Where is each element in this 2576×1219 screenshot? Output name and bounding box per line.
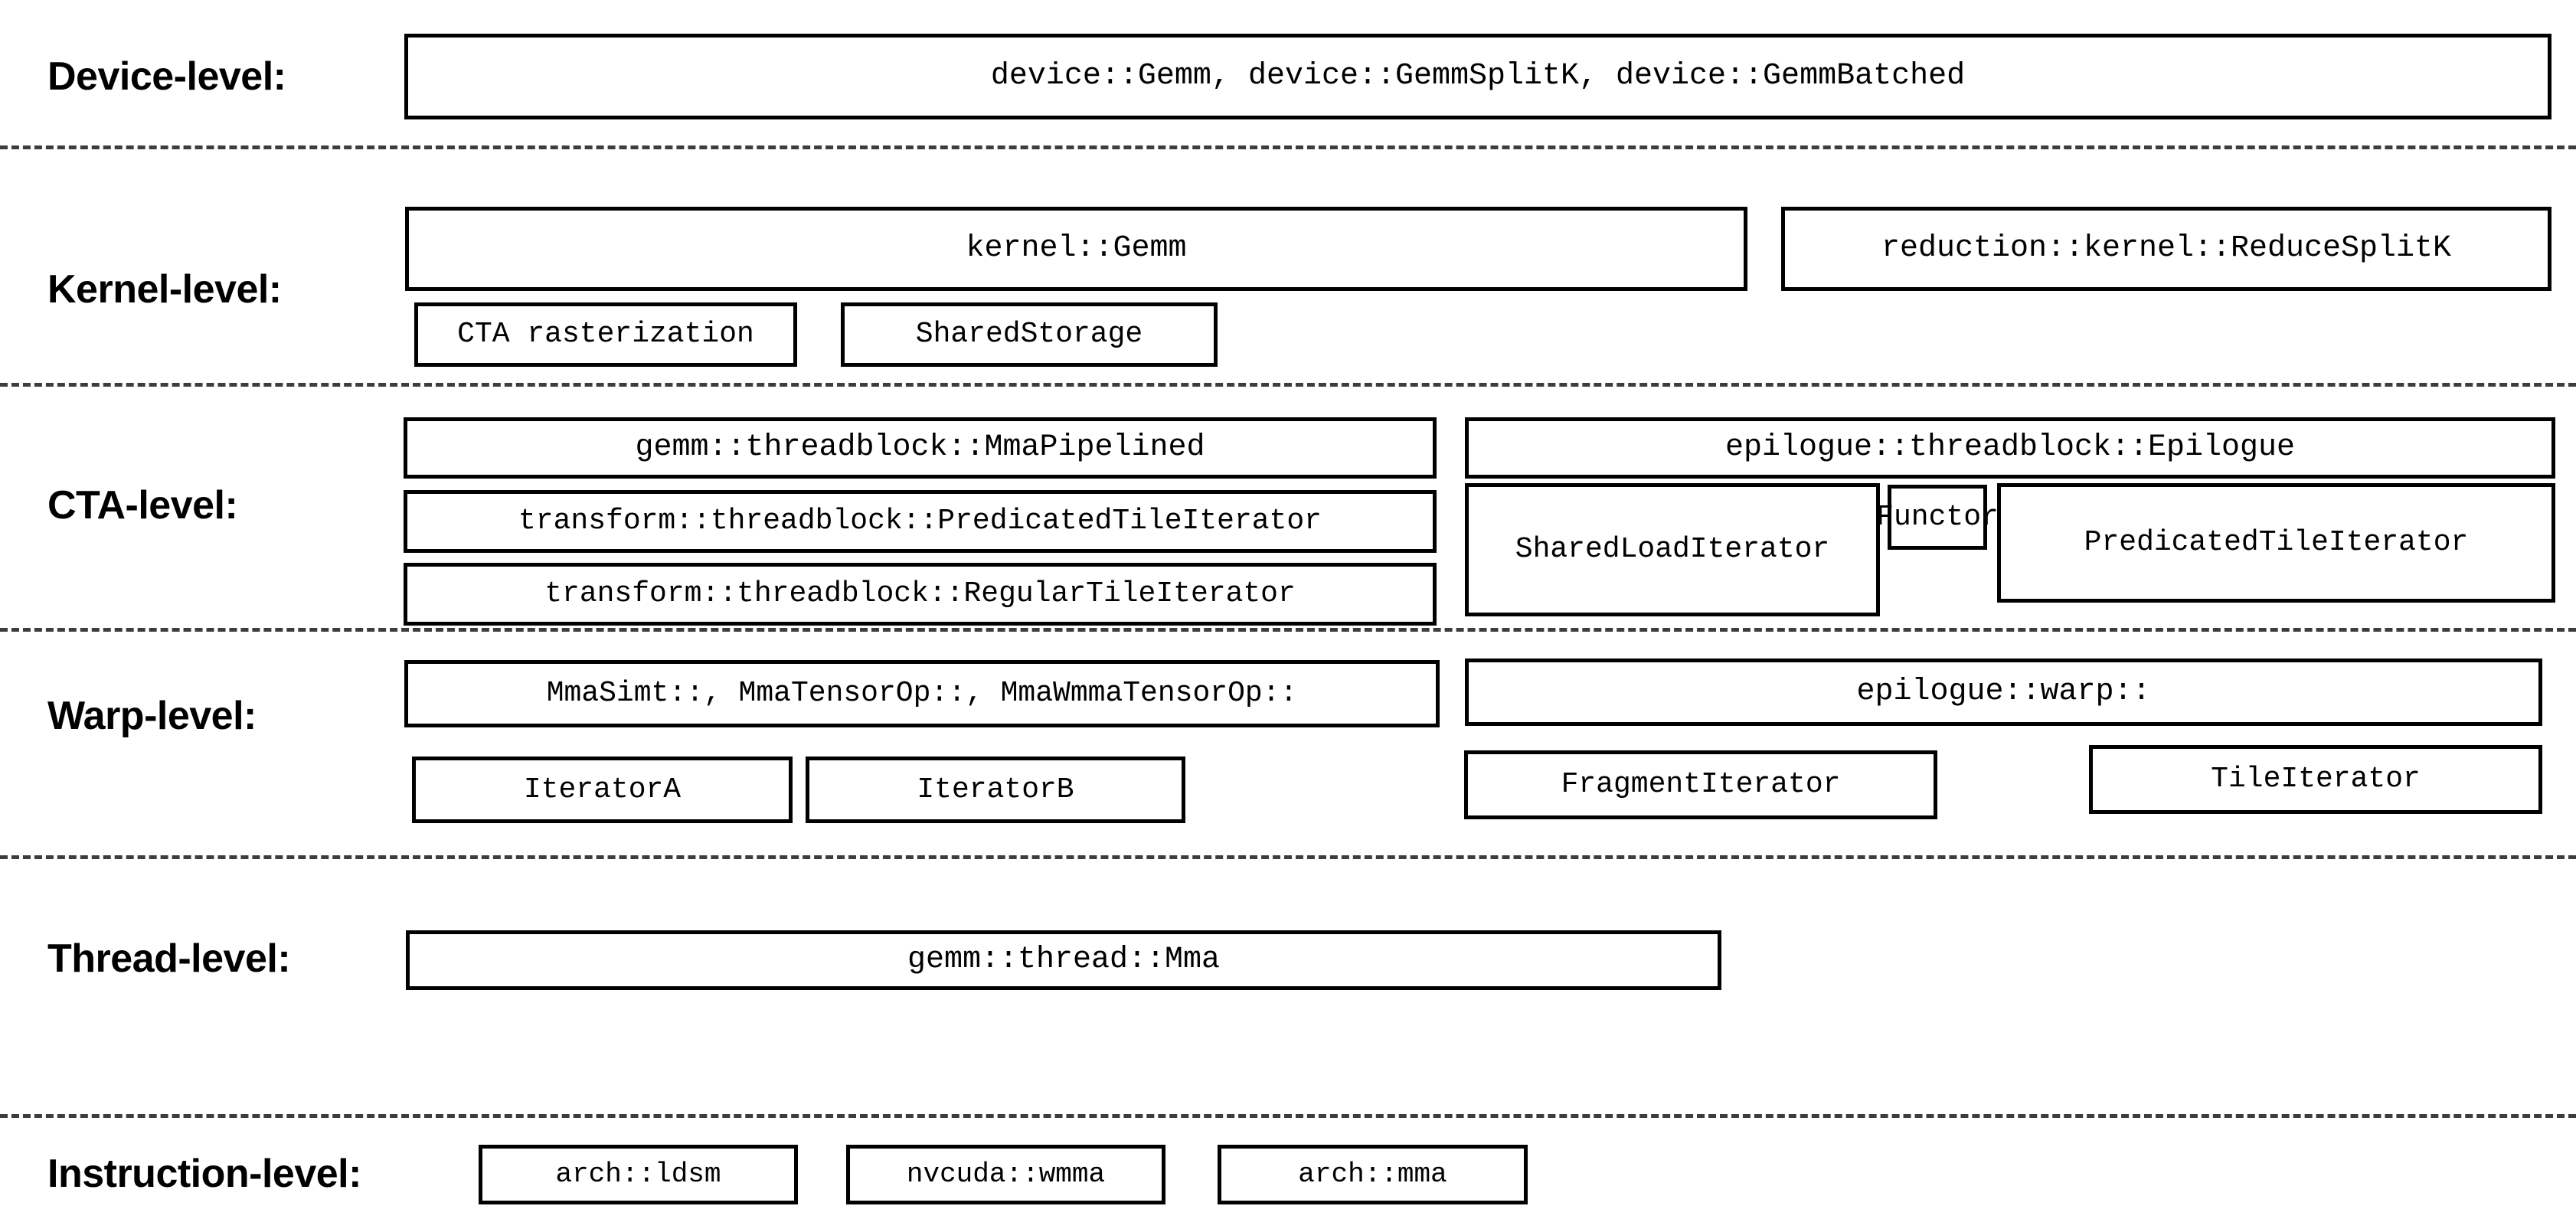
box-label: IteratorA (523, 773, 682, 806)
box-label: kernel::Gemm (966, 231, 1187, 266)
box-warp-mma-variants[interactable]: MmaSimt::, MmaTensorOp::, MmaWmmaTensorO… (404, 660, 1440, 727)
box-label: transform::threadblock::RegularTileItera… (544, 577, 1296, 611)
box-sharedstorage[interactable]: SharedStorage (841, 302, 1218, 367)
box-label: reduction::kernel::ReduceSplitK (1881, 231, 2452, 266)
box-arch-mma[interactable]: arch::mma (1218, 1145, 1528, 1204)
box-label: Functor (1876, 500, 1999, 534)
level-label-instruction: Instruction-level: (47, 1152, 361, 1196)
box-transform-threadblock-predicatedtileiterator[interactable]: transform::threadblock::PredicatedTileIt… (404, 490, 1437, 553)
separator-kernel-cta (0, 383, 2576, 387)
separator-cta-warp (0, 628, 2576, 632)
level-label-device: Device-level: (47, 54, 286, 99)
box-label: TileIterator (2211, 763, 2421, 796)
box-label: gemm::thread::Mma (907, 943, 1221, 977)
box-label: gemm::threadblock::MmaPipelined (635, 430, 1205, 465)
box-gemm-thread-mma[interactable]: gemm::thread::Mma (406, 930, 1721, 990)
box-sharedloaditerator[interactable]: SharedLoadIterator (1465, 483, 1880, 616)
level-label-kernel: Kernel-level: (47, 267, 282, 312)
box-fragmentiterator[interactable]: FragmentIterator (1464, 750, 1937, 819)
box-label: arch::mma (1298, 1159, 1447, 1191)
box-label: arch::ldsm (555, 1159, 721, 1191)
box-label: IteratorB (917, 773, 1074, 806)
box-cta-rasterization[interactable]: CTA rasterization (414, 302, 797, 367)
box-transform-threadblock-regulartileiterator[interactable]: transform::threadblock::RegularTileItera… (404, 563, 1437, 626)
separator-device-kernel (0, 145, 2576, 149)
box-label: device::Gemm, device::GemmSplitK, device… (990, 59, 1966, 93)
box-label: transform::threadblock::PredicatedTileIt… (518, 505, 1322, 538)
box-epilogue-warp[interactable]: epilogue::warp:: (1465, 659, 2542, 726)
box-kernel-gemm[interactable]: kernel::Gemm (405, 207, 1747, 291)
box-label: SharedLoadIterator (1515, 533, 1830, 567)
box-label: nvcuda::wmma (906, 1159, 1106, 1191)
box-gemm-threadblock-mmapipelined[interactable]: gemm::threadblock::MmaPipelined (404, 417, 1437, 479)
box-tileiterator[interactable]: TileIterator (2089, 745, 2542, 814)
box-label: MmaSimt::, MmaTensorOp::, MmaWmmaTensorO… (546, 677, 1298, 711)
box-label: CTA rasterization (457, 318, 754, 351)
level-label-cta: CTA-level: (47, 483, 238, 528)
box-reduction-kernel-reducesplitk[interactable]: reduction::kernel::ReduceSplitK (1781, 207, 2551, 291)
box-label: epilogue::threadblock::Epilogue (1724, 430, 2296, 465)
box-arch-ldsm[interactable]: arch::ldsm (479, 1145, 798, 1204)
box-iterator-b[interactable]: IteratorB (806, 757, 1185, 823)
box-label: FragmentIterator (1561, 768, 1841, 802)
box-epilogue-threadblock-epilogue[interactable]: epilogue::threadblock::Epilogue (1465, 417, 2555, 479)
box-label: SharedStorage (915, 318, 1143, 351)
box-label: PredicatedTileIterator (2084, 526, 2469, 560)
box-iterator-a[interactable]: IteratorA (412, 757, 793, 823)
separator-warp-thread (0, 855, 2576, 859)
box-device-gemm[interactable]: device::Gemm, device::GemmSplitK, device… (404, 34, 2551, 119)
box-functor[interactable]: Functor (1876, 485, 1999, 550)
box-label: epilogue::warp:: (1856, 675, 2151, 709)
box-epilogue-predicatedtileiterator[interactable]: PredicatedTileIterator (1997, 483, 2555, 603)
level-label-thread: Thread-level: (47, 936, 291, 981)
level-label-warp: Warp-level: (47, 694, 257, 738)
box-nvcuda-wmma[interactable]: nvcuda::wmma (846, 1145, 1165, 1204)
separator-thread-instruction (0, 1114, 2576, 1118)
